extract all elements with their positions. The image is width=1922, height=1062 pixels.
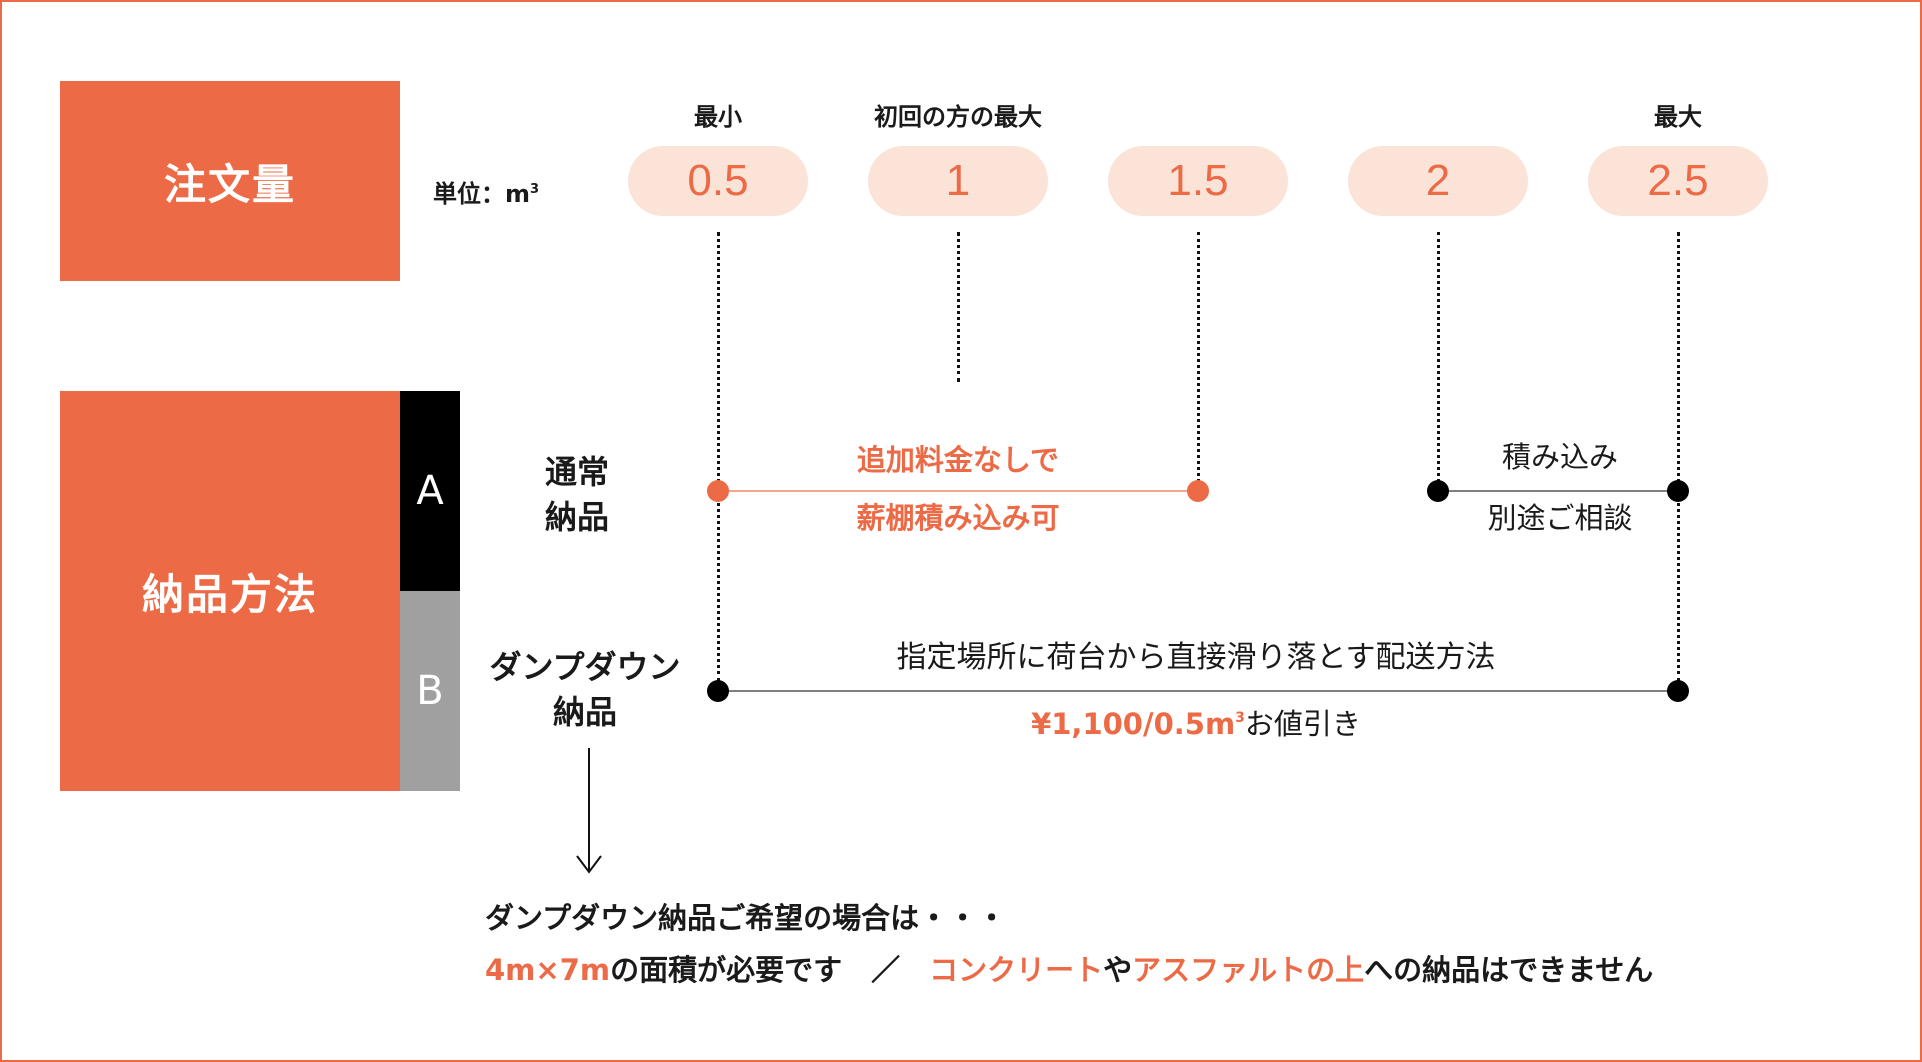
method-b-label: ダンプダウン 納品 — [489, 648, 681, 731]
quantity-pill-2: 2 — [1348, 146, 1528, 216]
method-a-consult-note-below: 別途ご相談 — [1487, 501, 1633, 535]
method-a-range-line-free — [718, 490, 1198, 492]
method-a-label: 通常 納品 — [544, 453, 609, 536]
arrow-down-icon — [576, 748, 602, 874]
range-end-dot — [1187, 480, 1209, 502]
range-end-dot — [1667, 680, 1689, 702]
delivery-method-heading: 納品方法 — [60, 391, 400, 791]
method-a-consult-note-above: 積み込み — [1501, 440, 1619, 474]
method-b-tag: B — [400, 591, 460, 791]
method-b-description: 指定場所に荷台から直接滑り落とす配送方法 — [896, 640, 1496, 675]
method-a-tag: A — [400, 391, 460, 591]
unit-label: 単位：m3 — [433, 180, 540, 208]
column-label-first-max: 初回の方の最大 — [874, 103, 1042, 131]
guide-line-2 — [1437, 232, 1440, 482]
column-label-min: 最小 — [694, 103, 742, 131]
guide-line-2-5 — [1677, 232, 1680, 682]
guide-line-0-5 — [717, 232, 720, 682]
method-a-free-note-below: 薪棚積み込み可 — [856, 501, 1060, 535]
delivery-method-title: 納品方法 — [141, 569, 318, 619]
method-b-range-line — [718, 690, 1678, 692]
quantity-pill-1-5: 1.5 — [1108, 146, 1288, 216]
range-end-dot — [1667, 480, 1689, 502]
range-start-dot — [707, 480, 729, 502]
method-b-discount: ¥1,100/0.5m3お値引き — [1031, 707, 1361, 741]
method-a-range-line-consult — [1438, 490, 1678, 492]
quantity-pill-0-5: 0.5 — [628, 146, 808, 216]
method-a-free-note-above: 追加料金なしで — [856, 443, 1060, 477]
order-quantity-title: 注文量 — [163, 159, 296, 209]
column-label-max: 最大 — [1654, 103, 1702, 131]
order-quantity-heading: 注文量 — [60, 81, 400, 281]
dumpdown-note-heading: ダンプダウン納品ご希望の場合は・・・ — [485, 901, 1007, 935]
quantity-pill-2-5: 2.5 — [1588, 146, 1768, 216]
guide-line-1-5 — [1197, 232, 1200, 482]
range-start-dot — [1427, 480, 1449, 502]
dumpdown-note-requirements: 4m×7mの面積が必要です ／ コンクリートやアスファルトの上への納品はできませ… — [485, 953, 1654, 987]
range-start-dot — [707, 680, 729, 702]
quantity-pill-1: 1 — [868, 146, 1048, 216]
guide-line-1 — [957, 232, 960, 382]
